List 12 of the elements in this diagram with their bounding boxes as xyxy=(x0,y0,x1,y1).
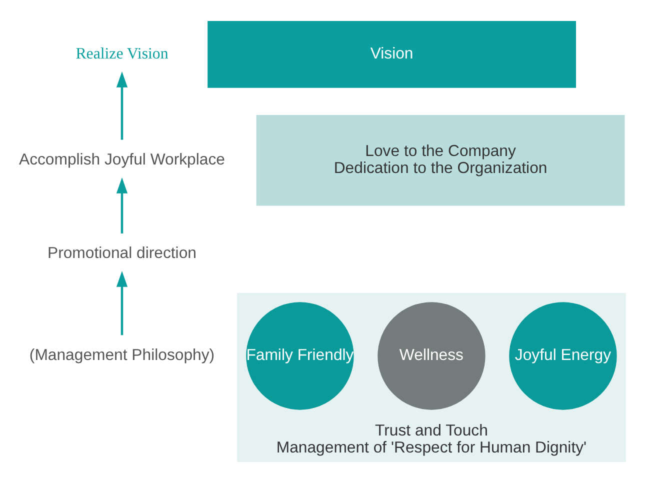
node-circle: Family Friendly xyxy=(246,302,354,410)
node-text: Accomplish Joyful Workplace xyxy=(19,151,225,168)
node-box: Love to the Company Dedication to the Organization xyxy=(256,114,625,206)
arrow xyxy=(116,270,128,335)
node-text: (Management Philosophy) xyxy=(29,346,215,364)
node-box: Vision xyxy=(208,20,576,88)
node-text: Promotional direction xyxy=(48,244,196,262)
node-text: Realize Vision xyxy=(76,45,168,62)
arrow xyxy=(116,176,128,233)
node-circle: Wellness xyxy=(378,302,486,410)
arrow xyxy=(116,71,128,140)
node-circle: Joyful Energy xyxy=(509,302,617,410)
